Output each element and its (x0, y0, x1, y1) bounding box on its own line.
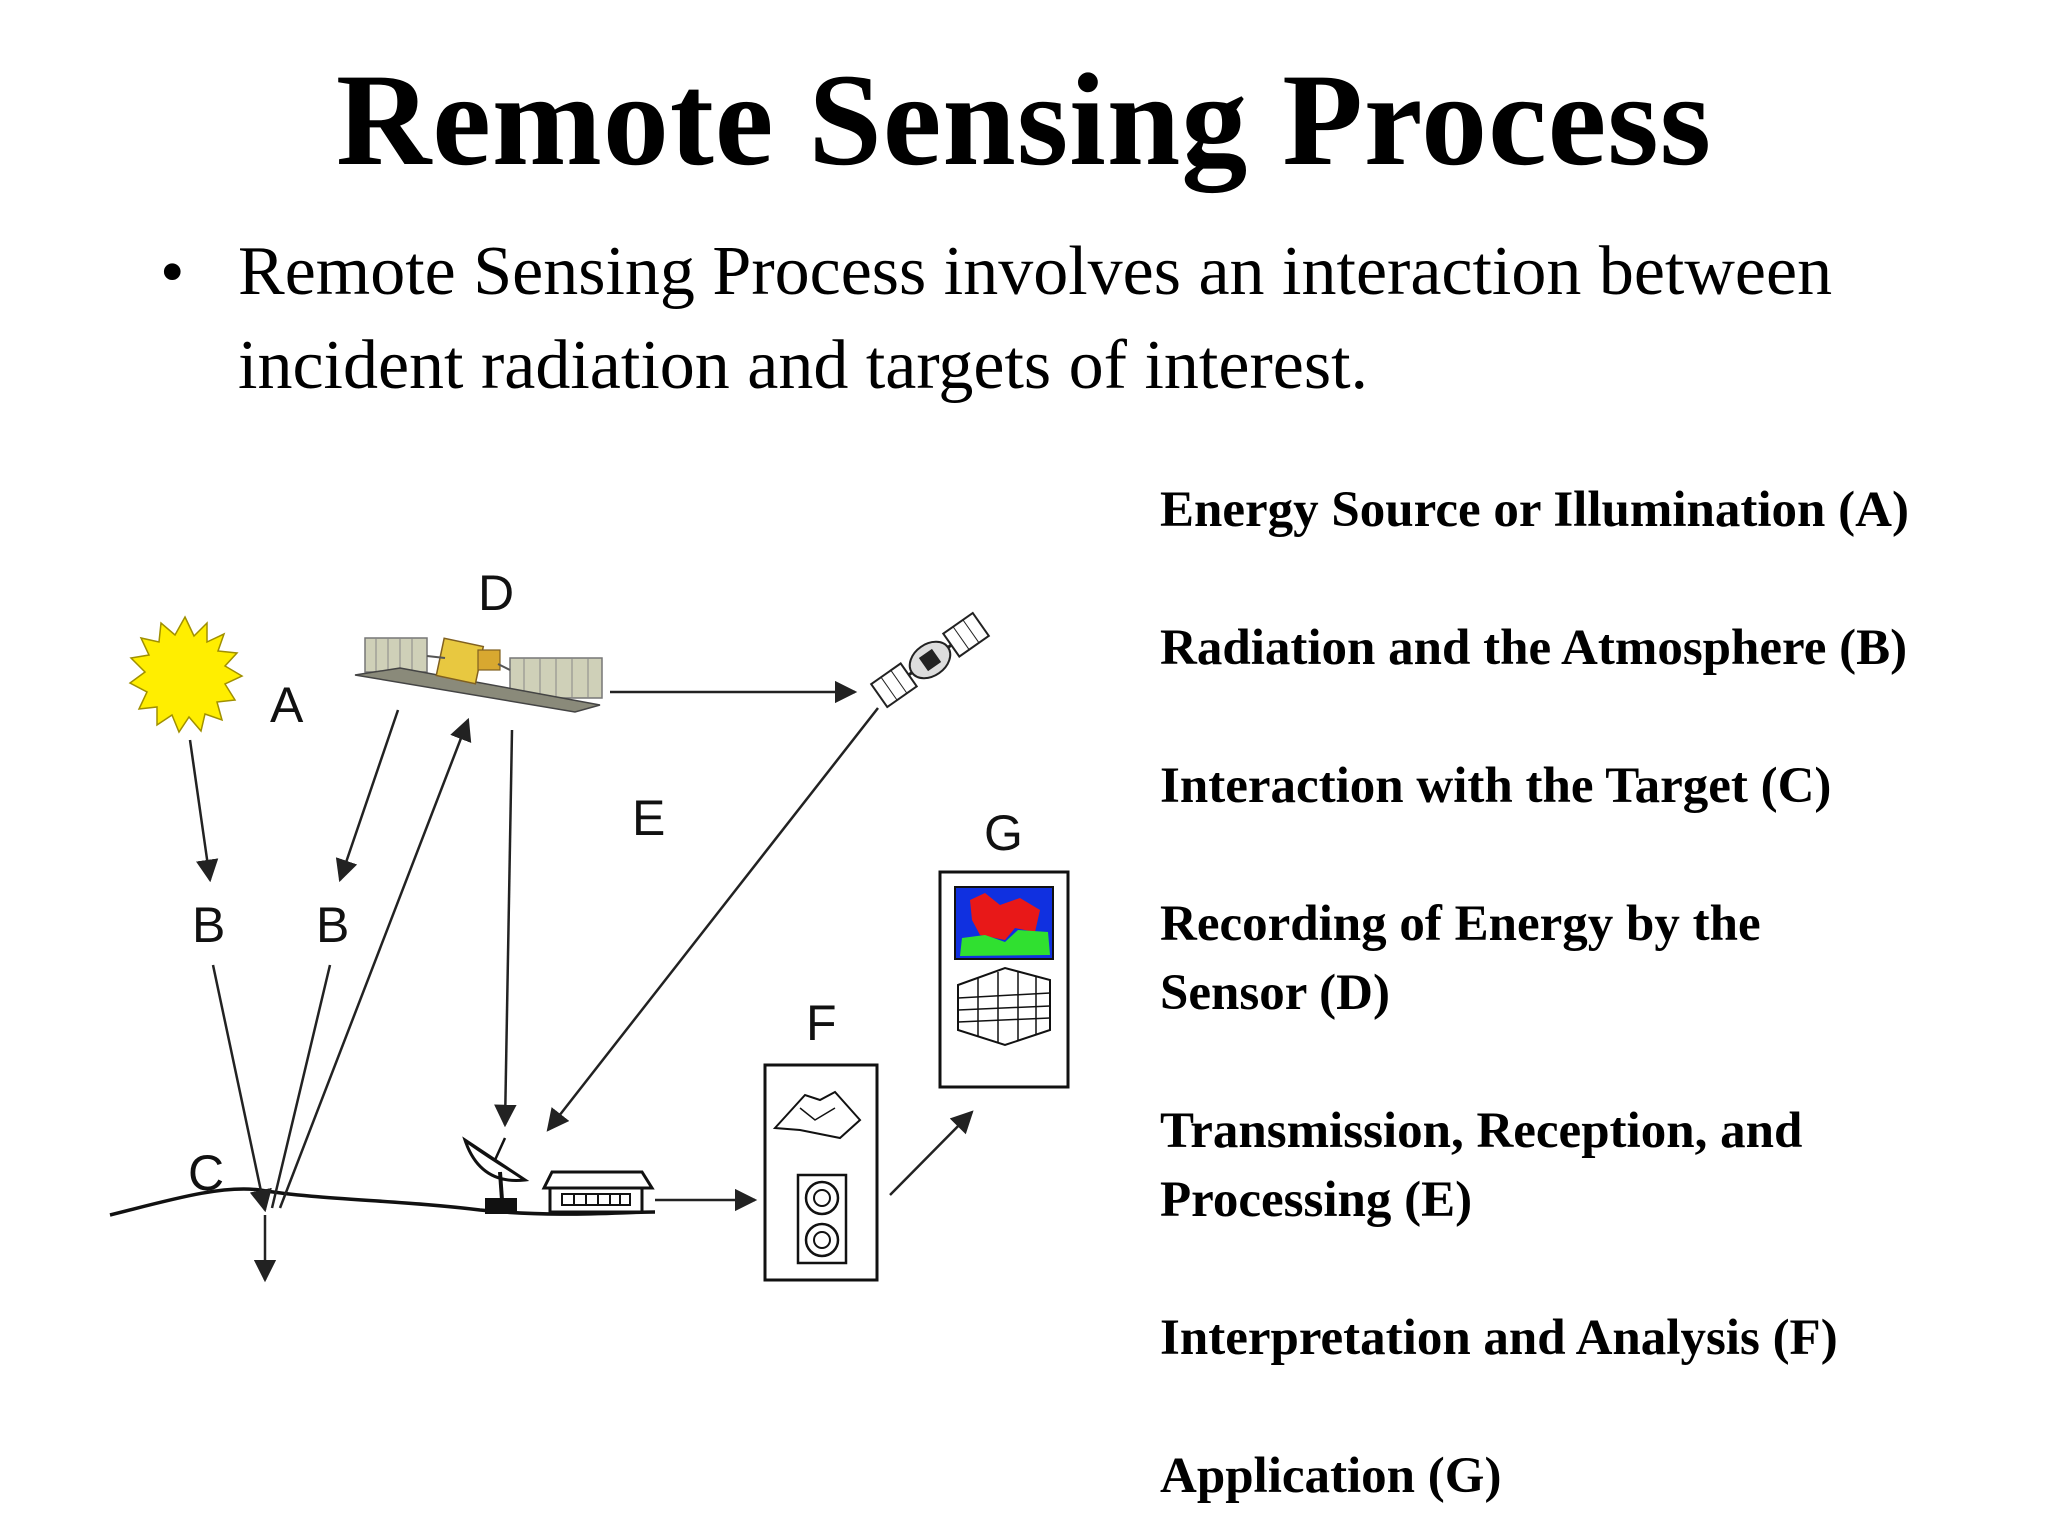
label-a: A (270, 677, 304, 733)
application-box-icon (938, 870, 1070, 1089)
bullet-text: Remote Sensing Process involves an inter… (238, 233, 1833, 404)
label-c: C (188, 1145, 224, 1201)
arrow-b-to-ground-2 (270, 964, 332, 1209)
label-d: D (478, 565, 514, 621)
legend-item-b: Radiation and the Atmosphere (B) (1160, 620, 1908, 676)
interpretation-box-icon (763, 1063, 879, 1282)
arrow-sat-to-antenna (494, 729, 517, 1128)
label-f: F (806, 995, 837, 1051)
arrow-sat-to-b (335, 709, 400, 883)
arrow-b-to-ground (211, 964, 272, 1213)
page-title: Remote Sensing Process (335, 46, 1713, 193)
arrow-ground-to-sat (278, 717, 472, 1209)
label-e: E (632, 790, 665, 846)
remote-sensing-diagram: A B B C D E F G (109, 565, 1070, 1283)
sun-icon (128, 615, 244, 734)
label-b-left: B (192, 897, 225, 953)
bullet-point: • Remote Sensing Process involves an int… (150, 225, 1970, 413)
legend-item-e: Transmission, Reception, and Processing … (1160, 1103, 1803, 1228)
label-g: G (984, 805, 1023, 861)
arrow-sun-to-b (188, 739, 219, 883)
relay-satellite-icon (869, 611, 991, 709)
satellite-icon (354, 637, 603, 713)
legend-item-c: Interaction with the Target (C) (1160, 758, 1832, 814)
label-b-right: B (316, 897, 349, 953)
arrow-f-to-g (889, 1110, 974, 1196)
ground-line (109, 1187, 656, 1217)
arrow-relay-to-antenna (546, 707, 879, 1132)
legend-item-a: Energy Source or Illumination (A) (1160, 482, 1909, 538)
legend-item-d: Recording of Energy by the Sensor (D) (1160, 896, 1761, 1021)
bullet-icon: • (160, 234, 185, 311)
antenna-icon (462, 1136, 530, 1214)
legend-item-f: Interpretation and Analysis (F) (1160, 1310, 1838, 1366)
ground-station-icon (541, 1170, 655, 1214)
legend-item-g: Application (G) (1160, 1448, 1502, 1504)
